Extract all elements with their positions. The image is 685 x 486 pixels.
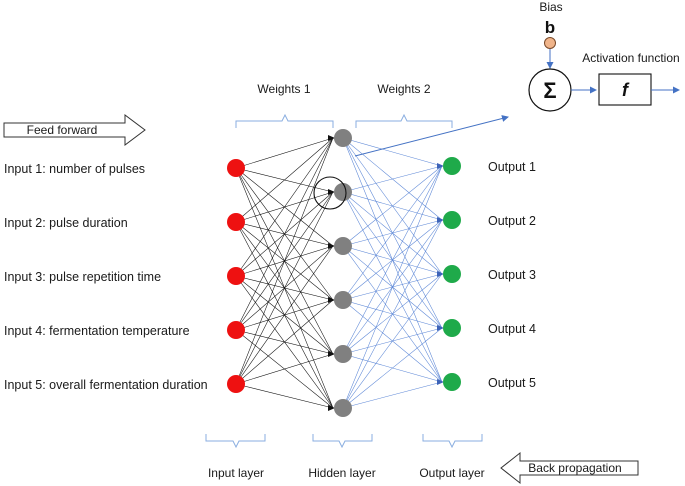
bias-label: Bias [539,0,562,14]
output-node [443,211,461,229]
hidden-node [334,291,352,309]
hidden-node [334,399,352,417]
output-layer-nodes [443,157,461,391]
input-node [227,267,245,285]
input-label: Input 5: overall fermentation duration [4,378,208,392]
weight-1-line [235,245,334,385]
output-label: Output 5 [488,376,536,390]
weights-1-bracket [235,113,334,128]
output-label: Output 1 [488,160,536,174]
hidden-layer-caption: Hidden layer [308,466,375,480]
hidden-node [334,129,352,147]
hidden-node [334,345,352,363]
weight-2-arrowhead [437,325,444,331]
summation-symbol: Σ [543,78,556,103]
hidden-layer-bracket [312,434,373,449]
input-node [227,375,245,393]
output-label: Output 2 [488,214,536,228]
input-label: Input 1: number of pulses [4,162,145,176]
weight-1-line [235,191,334,385]
output-node [443,265,461,283]
input-node [227,159,245,177]
weight-1-line [235,383,334,409]
input-label: Input 4: fermentation temperature [4,324,190,338]
hidden-node [334,183,352,201]
weights-2-connections [342,137,444,409]
weight-1-arrowhead [328,135,335,141]
output-label: Output 3 [488,268,536,282]
weight-1-arrowhead [328,351,335,357]
weight-1-line [235,353,334,385]
hidden-layer-nodes [334,129,352,417]
input-layer-bracket [205,434,266,449]
weight-2-line [342,165,443,193]
weight-2-line [342,273,443,409]
weight-2-line [342,219,443,409]
input-label: Input 2: pulse duration [4,216,128,230]
feed-forward-arrow [3,114,146,146]
weight-2-line [342,327,443,409]
weight-1-line [235,137,334,385]
input-label: Input 3: pulse repetition time [4,270,161,284]
bias-symbol: b [545,18,555,37]
input-layer-caption: Input layer [208,466,264,480]
weight-1-arrowhead [328,297,335,303]
weight-1-line [235,137,334,169]
output-node [443,373,461,391]
input-node [227,321,245,339]
weight-2-line [342,165,443,409]
output-layer-caption: Output layer [419,466,484,480]
weight-2-arrowhead [437,379,444,385]
output-layer-bracket [422,434,483,449]
back-propagation-arrow [500,451,639,485]
weight-2-arrowhead [437,163,444,169]
weight-2-arrowhead [437,217,444,223]
weights-1-connections [235,135,335,411]
weight-2-line [342,165,443,355]
activation-function-box [598,73,652,106]
weight-1-arrowhead [328,189,335,195]
weight-1-arrowhead [328,243,335,249]
hidden-node [334,237,352,255]
hidden-node-highlight-ring [313,176,347,210]
weights-1-label: Weights 1 [257,82,310,96]
back-propagation-label: Back propagation [528,461,621,475]
activation-symbol: f [622,80,630,100]
output-node [443,319,461,337]
weight-2-line [342,165,443,247]
weight-1-arrowhead [328,405,335,411]
input-layer-nodes [227,159,245,393]
weight-2-line [342,381,443,409]
weight-1-line [235,137,334,277]
feed-forward-label: Feed forward [27,123,98,137]
weight-1-line [235,137,334,223]
output-node [443,157,461,175]
input-node [227,213,245,231]
weight-1-line [235,299,334,385]
weight-1-line [235,137,334,331]
weights-2-label: Weights 2 [377,82,430,96]
weight-2-line [342,165,443,301]
activation-function-label: Activation function [582,51,679,65]
weight-2-line [342,137,443,167]
weight-2-arrowhead [437,271,444,277]
output-label: Output 4 [488,322,536,336]
output-labels: Output 1 Output 2 Output 3 Output 4 Output 5 [488,160,536,390]
weights-2-bracket [355,113,453,128]
bias-node [544,37,556,49]
neuron-detail-arrow [354,115,509,157]
